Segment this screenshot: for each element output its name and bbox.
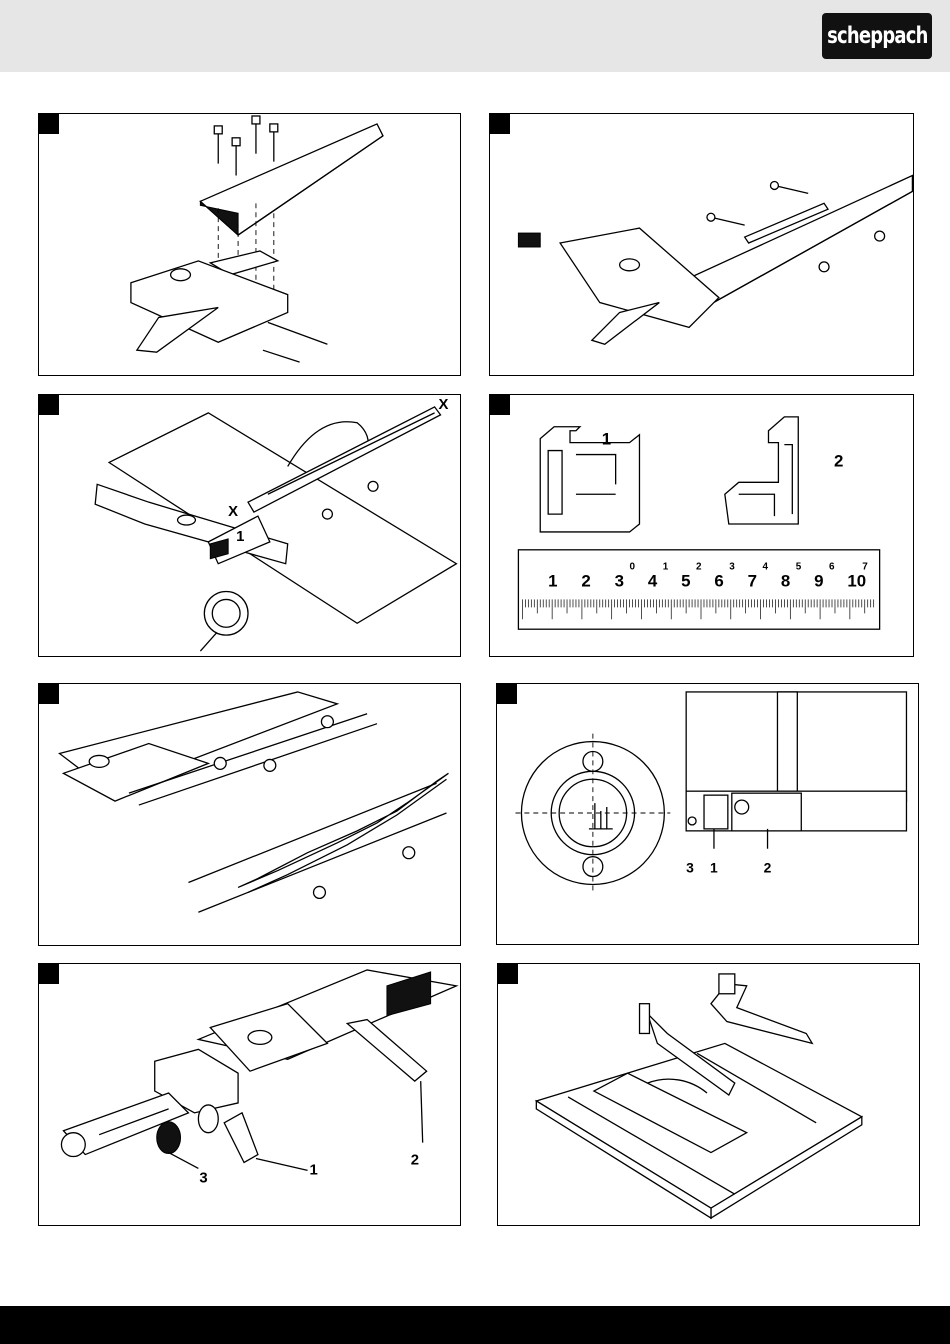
ruler-small-label: 1 (663, 562, 669, 573)
figure-panel-2 (489, 113, 914, 376)
figure-panel-5 (38, 683, 461, 946)
brand-logo: scheppach (822, 13, 932, 59)
fig6-label-3: 3 (686, 860, 694, 876)
figure-illustration-3: X X 1 (39, 395, 460, 656)
figure-panel-7: 1 2 3 (38, 963, 461, 1226)
fig3-label-1: 1 (236, 529, 244, 545)
figure-panel-1 (38, 113, 461, 376)
fig6-label-2: 2 (764, 860, 772, 876)
ruler-small-label: 4 (763, 562, 769, 573)
ruler-main-label: 9 (814, 572, 823, 591)
ruler-small-label: 0 (630, 562, 636, 573)
ruler-main-label: 8 (781, 572, 790, 591)
ruler-small-label: 2 (696, 562, 702, 573)
fig7-label-1: 1 (310, 1162, 318, 1178)
figure-panel-4: 1 2 1 2 3 4 5 6 7 8 9 10 0 1 2 3 4 5 6 7 (489, 394, 914, 657)
ruler-main-label: 4 (648, 572, 658, 591)
fig7-label-3: 3 (199, 1170, 207, 1186)
figure-illustration-4: 1 2 1 2 3 4 5 6 7 8 9 10 0 1 2 3 4 5 6 7 (490, 395, 913, 656)
ruler-main-label: 6 (714, 572, 723, 591)
figure-illustration-7: 1 2 3 (39, 964, 460, 1225)
ruler-small-label: 5 (796, 562, 802, 573)
figure-panel-6: 3 1 2 (496, 683, 919, 945)
ruler-main-label: 5 (681, 572, 690, 591)
figure-illustration-5 (39, 684, 460, 945)
figure-illustration-2 (490, 114, 913, 375)
ruler-small-label: 6 (829, 562, 835, 573)
brand-name: scheppach (827, 23, 927, 49)
figure-illustration-8 (498, 964, 919, 1225)
ruler-main-label: 3 (615, 572, 624, 591)
ruler-main-label: 10 (847, 572, 866, 591)
figure-illustration-6: 3 1 2 (497, 684, 918, 944)
fig4-label-2: 2 (834, 451, 843, 470)
figure-panel-8 (497, 963, 920, 1226)
ruler-main-label: 7 (748, 572, 757, 591)
bolts (214, 116, 278, 176)
fig3-label-x-left: X (228, 504, 238, 520)
ruler-main-label: 2 (581, 572, 590, 591)
footer-bar (0, 1306, 950, 1344)
ruler-small-label: 3 (729, 562, 735, 573)
header-bar (0, 0, 950, 72)
fig3-label-x-right: X (439, 397, 449, 413)
ruler-small-label: 7 (862, 562, 868, 573)
fig7-label-2: 2 (411, 1152, 419, 1168)
ruler-main-label: 1 (548, 572, 557, 591)
fig4-label-1: 1 (602, 430, 611, 449)
fig6-label-1: 1 (710, 860, 718, 876)
figure-illustration-1 (39, 114, 460, 375)
figure-panel-3: X X 1 (38, 394, 461, 657)
